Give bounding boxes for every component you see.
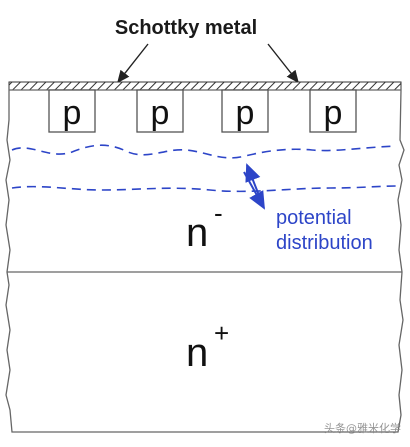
potential-label-line2: distribution (276, 232, 373, 254)
n-plus-base: n (186, 331, 208, 375)
p-region-2: p (136, 89, 184, 133)
potential-arrow-down (243, 171, 265, 210)
p-region-label: p (151, 94, 170, 132)
p-region-4: p (309, 89, 357, 133)
n-plus-label: n + (186, 318, 229, 375)
potential-curve-upper (11, 144, 397, 159)
metal-label: Schottky metal (115, 17, 257, 39)
n-minus-base: n (186, 211, 208, 255)
metal-leader-right (267, 43, 299, 84)
schottky-metal-layer (8, 81, 402, 91)
n-minus-label: n - (186, 198, 223, 255)
p-region-label: p (236, 94, 255, 132)
n-minus-superscript: - (214, 198, 223, 228)
potential-curve-lower (11, 185, 397, 193)
watermark: 头条@雅米化学 (324, 421, 401, 435)
p-region-1: p (48, 89, 96, 133)
p-region-label: p (63, 94, 82, 132)
metal-leader-left (117, 43, 149, 84)
p-region-label: p (324, 94, 343, 132)
potential-label-line1: potential (276, 207, 352, 229)
p-region-3: p (221, 89, 269, 133)
device-body-outline (5, 89, 405, 433)
n-plus-superscript: + (214, 318, 229, 348)
